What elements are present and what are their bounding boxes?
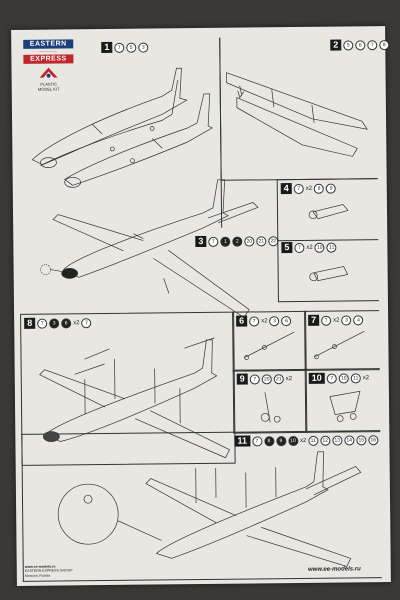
aircraft-assembly-drawing-step11 bbox=[57, 451, 362, 567]
small-parts-drawing-4-5 bbox=[308, 204, 349, 282]
website-url: www.ee-models.ru bbox=[307, 566, 361, 573]
assembly-drawings bbox=[31, 67, 368, 567]
wing-halves-drawing bbox=[226, 72, 368, 157]
instruction-sheet: EASTERN —————— EXPRESS PLASTIC MODEL KIT… bbox=[11, 26, 391, 586]
logo-shark-icon bbox=[39, 67, 58, 78]
aircraft-assembly-drawing-step8 bbox=[39, 337, 230, 459]
brand-logo: EASTERN —————— EXPRESS PLASTIC MODEL KIT bbox=[23, 39, 74, 92]
company-info: www.ee-models.ru EASTERN EXPRESS GROUP M… bbox=[25, 563, 145, 578]
aircraft-assembly-drawing-step3 bbox=[40, 179, 259, 319]
landing-gear-drawings bbox=[244, 330, 365, 423]
fuselage-halves-drawing bbox=[31, 67, 213, 188]
